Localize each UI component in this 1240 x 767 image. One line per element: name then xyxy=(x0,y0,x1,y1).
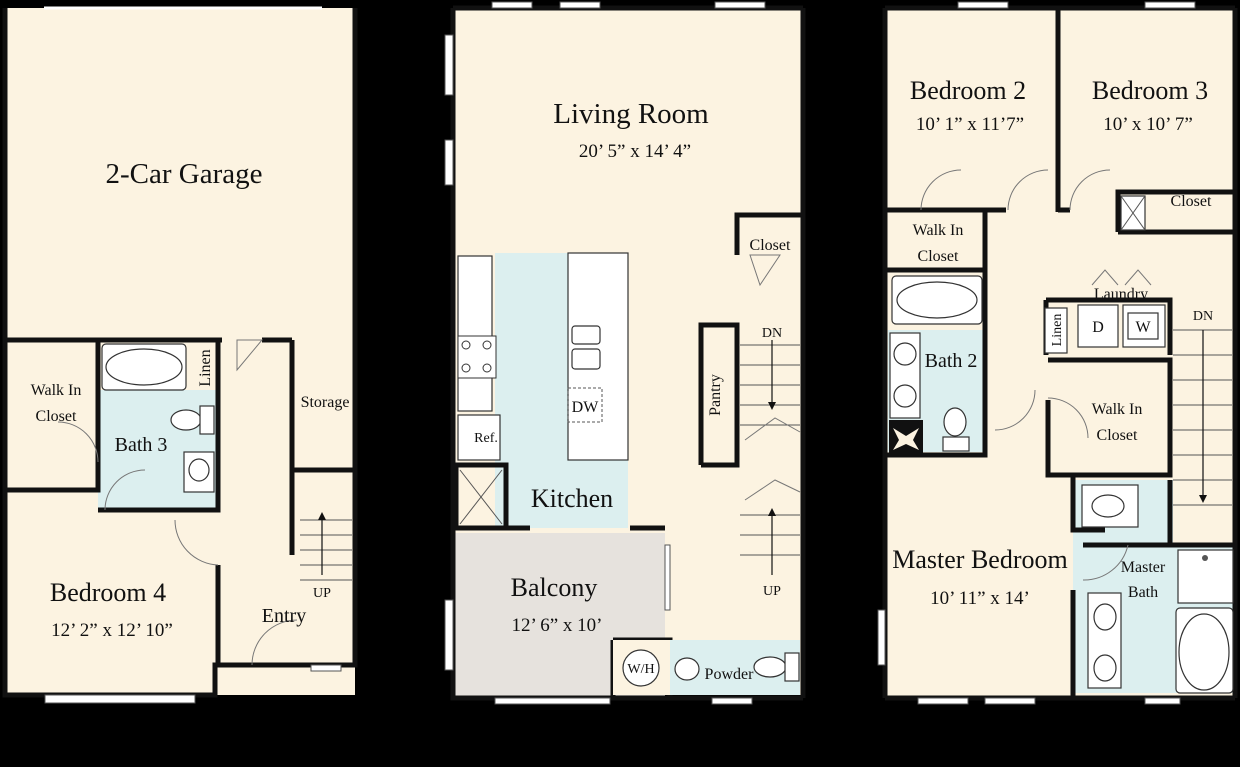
bedroom2-dimensions: 10’ 1” x 11’7” xyxy=(916,114,1024,135)
kitchen-label: Kitchen xyxy=(531,484,613,513)
bath2-label: Bath 2 xyxy=(925,350,978,372)
main-floor: Living Room 20’ 5” x 14’ 4” Closet Ref. … xyxy=(444,1,806,705)
linen-label: Linen xyxy=(197,349,214,386)
main-stair-dn-label: DN xyxy=(762,326,782,341)
dryer-label: D xyxy=(1092,319,1104,336)
lower-stairs xyxy=(300,512,352,581)
upper-stair-dn-label: DN xyxy=(1193,309,1213,324)
water-heater-label: W/H xyxy=(627,662,654,677)
bedroom4-dimensions: 12’ 2” x 12’ 10” xyxy=(51,620,173,641)
living-room-dimensions: 20’ 5” x 14’ 4” xyxy=(579,141,691,162)
walk-in-closet-a-label-1: Walk In xyxy=(913,222,964,239)
balcony-dimensions: 12’ 6” x 10’ xyxy=(512,615,603,636)
powder-label: Powder xyxy=(705,666,755,683)
dw-label: DW xyxy=(572,399,600,416)
master-bath-label-2: Bath xyxy=(1128,584,1158,601)
living-room-label: Living Room xyxy=(553,98,709,130)
main-closet-label: Closet xyxy=(750,237,791,254)
laundry-label: Laundry xyxy=(1094,286,1148,303)
master-bedroom-label: Master Bedroom xyxy=(892,545,1067,574)
upper-floor: Bedroom 2 10’ 1” x 11’7” Bedroom 3 10’ x… xyxy=(877,1,1238,705)
lower-floor: 2-Car Garage Walk In Closet Bath 3 Linen… xyxy=(2,6,358,704)
walk-in-closet-b-label-2: Closet xyxy=(1097,427,1138,444)
upper-linen-label: Linen xyxy=(1050,314,1065,347)
walk-in-closet-label-2: Closet xyxy=(36,408,77,425)
walk-in-closet-b-label-1: Walk In xyxy=(1092,401,1143,418)
main-stair-up-label: UP xyxy=(763,584,781,599)
bedroom2-label: Bedroom 2 xyxy=(910,76,1026,105)
washer-label: W xyxy=(1135,319,1151,336)
main-stairs xyxy=(740,340,801,575)
bedroom4-label: Bedroom 4 xyxy=(50,578,166,607)
walk-in-closet-label-1: Walk In xyxy=(31,382,82,399)
bath3-label: Bath 3 xyxy=(115,434,168,456)
storage-label: Storage xyxy=(301,394,350,411)
master-bedroom-dimensions: 10’ 11” x 14’ xyxy=(930,588,1030,609)
pantry-label: Pantry xyxy=(707,374,724,416)
ref-label: Ref. xyxy=(474,431,498,446)
entry-label: Entry xyxy=(262,605,306,627)
upper-stairs xyxy=(1173,329,1232,506)
balcony-label: Balcony xyxy=(511,573,598,602)
master-bath-label-1: Master xyxy=(1121,559,1166,576)
garage-label: 2-Car Garage xyxy=(106,158,263,190)
bedroom3-label: Bedroom 3 xyxy=(1092,76,1208,105)
upper-closet-label: Closet xyxy=(1171,193,1212,210)
walk-in-closet-a-label-2: Closet xyxy=(918,248,959,265)
lower-stair-up-label: UP xyxy=(313,586,331,601)
bedroom3-dimensions: 10’ x 10’ 7” xyxy=(1103,114,1193,135)
